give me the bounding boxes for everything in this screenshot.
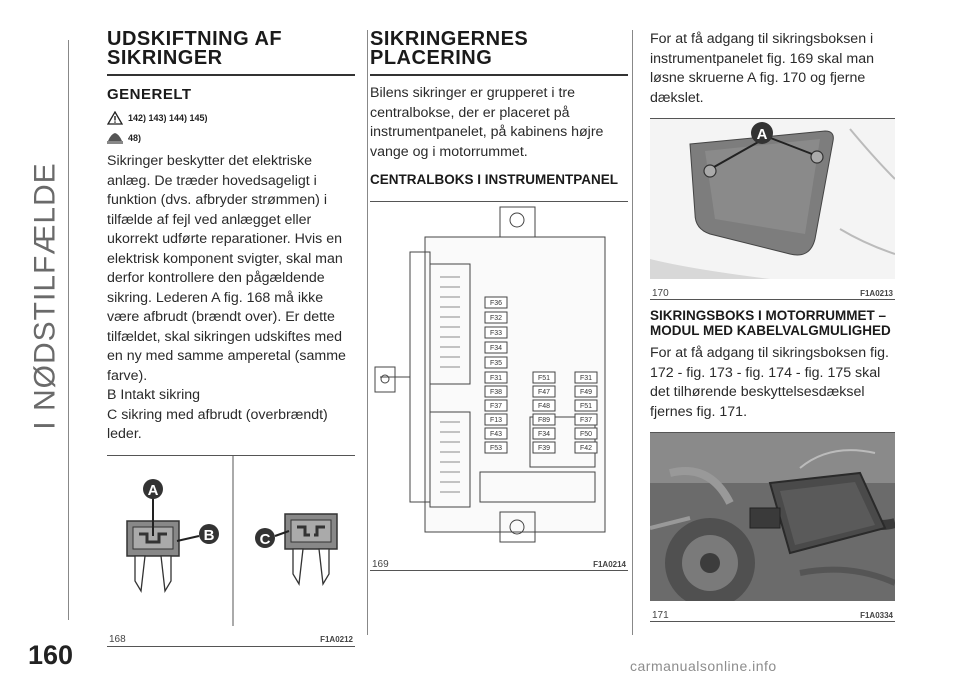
figure-code: F1A0214 bbox=[593, 559, 626, 569]
intact-fuse-diagram bbox=[126, 495, 200, 593]
legend-blown-fuse: C sikring med afbrudt (overbrændt) leder… bbox=[107, 406, 328, 443]
figure-number: 170 bbox=[652, 287, 669, 299]
fuse-label: F39 bbox=[538, 445, 550, 452]
dashboard-fuse-box-diagram: F36 F32 F33 F34 F35 F31 F38 F37 F13 F43 … bbox=[374, 206, 606, 543]
column-divider bbox=[367, 30, 368, 635]
figure-169-caption: 169 F1A0214 bbox=[370, 555, 628, 571]
subheading-engine-fuse-box: SIKRINGSBOKS I MOTORRUMMET – MODUL MED K… bbox=[650, 308, 891, 338]
fuse-label: F51 bbox=[580, 403, 592, 410]
subheading-general: GENERELT bbox=[107, 86, 192, 103]
fuse-label: F34 bbox=[538, 431, 550, 438]
figure-code: F1A0334 bbox=[860, 610, 893, 620]
fuse-column-4: F31 F49 F51 F37 F50 F42 bbox=[574, 371, 598, 454]
figure-number: 168 bbox=[109, 634, 126, 645]
dashboard-cover-photo: A bbox=[650, 119, 896, 279]
fuse-label: F49 bbox=[580, 389, 592, 396]
label-a: A bbox=[757, 126, 768, 143]
warning-triangle-icon bbox=[107, 111, 123, 125]
column-divider bbox=[632, 30, 633, 635]
fuse-label: F47 bbox=[538, 389, 550, 396]
fuse-label: F37 bbox=[490, 403, 502, 410]
fuse-label: F43 bbox=[490, 431, 502, 438]
figure-171: 171 F1A0334 bbox=[649, 432, 897, 622]
screw-right bbox=[810, 150, 824, 164]
fuse-label: F31 bbox=[580, 375, 592, 382]
fuse-illustration: A B C bbox=[126, 455, 338, 626]
heading-rule bbox=[370, 74, 628, 76]
figure-code: F1A0212 bbox=[320, 635, 353, 644]
label-a-marker bbox=[143, 478, 163, 499]
fuse-label: F33 bbox=[490, 330, 502, 337]
figure-number: 169 bbox=[372, 558, 389, 570]
fuse-label: F50 bbox=[580, 431, 592, 438]
figure-168: A B C 168 F1A0212 bbox=[107, 454, 355, 647]
fuse-label: F13 bbox=[490, 417, 502, 424]
engine-bay-photo bbox=[649, 433, 897, 608]
blown-fuse-diagram bbox=[274, 512, 338, 586]
legend-intact-fuse: B Intakt sikring bbox=[107, 387, 201, 403]
label-a-marker bbox=[751, 122, 773, 144]
column-fuse-replacement: UDSKIFTNING AF SIKRINGER GENERELT 142) 1… bbox=[107, 28, 355, 647]
figure-170-caption: 170 F1A0213 bbox=[650, 284, 895, 300]
watermark: carmanualsonline.info bbox=[630, 658, 777, 674]
label-c: C bbox=[260, 531, 271, 548]
column-fuse-locations: SIKRINGERNES PLACERING Bilens sikringer … bbox=[370, 28, 628, 571]
fuse-label: F89 bbox=[538, 417, 550, 424]
figure-171-caption: 171 F1A0334 bbox=[650, 606, 895, 622]
fuse-column-3: F51 F47 F48 F89 F34 F39 bbox=[532, 371, 556, 454]
fuse-label: F37 bbox=[580, 417, 592, 424]
figure-170: A 170 F1A0213 bbox=[650, 118, 896, 300]
caution-drop-icon bbox=[107, 133, 123, 144]
figure-number: 171 bbox=[652, 609, 669, 621]
paragraph-fuse-boxes: Bilens sikringer er grupperet i tre cent… bbox=[370, 85, 604, 160]
warning-reference: 142) 143) 144) 145) bbox=[107, 111, 355, 125]
caution-reference: 48) bbox=[107, 131, 355, 145]
column-fuse-access: For at få adgang til sikringsboksen i in… bbox=[649, 30, 897, 622]
paragraph-dashboard-access: For at få adgang til sikringsboksen i in… bbox=[650, 31, 874, 106]
heading-rule bbox=[107, 74, 355, 76]
fuse-label: F51 bbox=[538, 375, 550, 382]
chapter-divider bbox=[68, 40, 69, 620]
fuse-label: F48 bbox=[538, 403, 550, 410]
label-c-marker bbox=[255, 527, 275, 548]
chapter-title: I NØDSTILFÆLDE bbox=[29, 162, 62, 430]
label-b-marker bbox=[199, 523, 219, 544]
fuse-label: F53 bbox=[490, 445, 502, 452]
fuse-label: F42 bbox=[580, 445, 592, 452]
paragraph-fuse-function: Sikringer beskytter det elektriske anlæg… bbox=[107, 153, 346, 384]
fuse-label: F38 bbox=[490, 389, 502, 396]
fuse-label: F32 bbox=[490, 315, 502, 322]
fuse-label: F31 bbox=[490, 375, 502, 382]
section-heading-fuse-location: SIKRINGERNES PLACERING bbox=[370, 28, 529, 69]
screw-left bbox=[703, 164, 717, 178]
subheading-dashboard-box: CENTRALBOKS I INSTRUMENTPANEL bbox=[370, 172, 618, 187]
section-heading-replacing-fuses: UDSKIFTNING AF SIKRINGER bbox=[107, 28, 283, 69]
fuse-column-2: F31 F38 F37 F13 F43 F53 bbox=[484, 371, 508, 454]
fuse-label: F34 bbox=[490, 345, 502, 352]
paragraph-engine-access: For at få adgang til sikringsboksen fig.… bbox=[650, 345, 889, 420]
figure-code: F1A0213 bbox=[860, 288, 893, 298]
fuse-column-1: F36 F32 F33 F34 F35 bbox=[484, 296, 508, 369]
figure-168-caption: 168 F1A0212 bbox=[107, 631, 355, 647]
fuse-grid: F36 F32 F33 F34 F35 F31 F38 F37 F13 F43 … bbox=[484, 296, 598, 454]
page-number: 160 bbox=[28, 640, 74, 670]
figure-169: F36 F32 F33 F34 F35 F31 F38 F37 F13 F43 … bbox=[370, 201, 628, 571]
fuse-label: F35 bbox=[490, 360, 502, 367]
label-a: A bbox=[148, 482, 159, 499]
label-b: B bbox=[204, 527, 215, 544]
fuse-label: F36 bbox=[490, 300, 502, 307]
